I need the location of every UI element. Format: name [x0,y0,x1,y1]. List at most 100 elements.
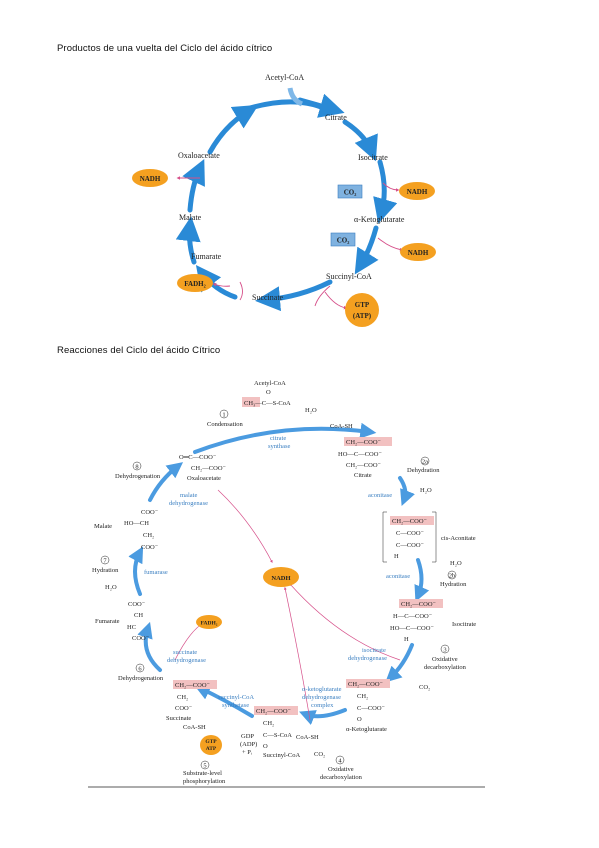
isocitrate-label: Isocitrate [452,621,476,628]
cisaconitate-formula-4: H [394,553,399,560]
isocitrate-highlight [399,599,443,608]
citrate-label: Citrate [354,472,372,479]
step5-label-2: phosphorylation [183,778,226,785]
enzyme-akgdh-2: dehydrogenase [302,694,341,701]
step2a-number: 2a [422,459,428,466]
bracket-left [382,511,387,563]
enzyme-mdh-2: dehydrogenase [169,500,208,507]
step3-label-2: decarboxylation [424,664,467,671]
akg-formula-1: CH₂—COO⁻ [348,681,384,688]
step1-marker [219,409,229,419]
co2-box-isocitrate: CO₂ [337,184,363,199]
akg-formula-4: O [357,716,362,723]
svg-text:NADH: NADH [408,249,429,257]
fumarate-formula-1: COO⁻ [128,601,146,608]
svg-text:FADH₂: FADH₂ [184,280,205,288]
enzyme-citrate-synthase-2: synthase [268,443,291,450]
section-heading-reactions: Reacciones del Ciclo del ácido Cítrico [57,345,221,356]
acetyl-highlight [242,397,260,407]
water-1: H₂O [305,407,317,414]
step6-marker [135,663,145,673]
co2-1: CO₂ [419,684,430,691]
succinate-formula-2: CH₂ [177,694,188,701]
cisaconitate-highlight [390,516,434,525]
reaction-arrows [128,422,430,725]
enzyme-sdh-2: dehydrogenase [167,657,206,664]
enzyme-scs-1: succinyl-CoA [218,694,254,701]
succoa-formula-3: C—S-CoA [263,732,292,739]
succoa-formula-2: CH₂ [263,720,274,727]
step1-number: 1 [222,412,225,419]
step2a-label: Dehydration [407,467,440,474]
enzyme-icdh-1: isocitrate [362,647,386,654]
cisaconitate-label: cis-Aconitate [441,535,476,542]
svg-text:CO₂: CO₂ [337,237,350,245]
succoa-label: Succinyl-CoA [263,752,300,759]
step1-label: Condensation [207,421,243,428]
step4-label-2: decarboxylation [320,774,363,781]
malate-label: Malate [94,523,112,530]
nadh-badge-ketoglutarate: NADH [400,243,436,261]
label-malate: Malate [179,213,202,222]
citrate-formula-1: CH₂—COO⁻ [346,439,382,446]
isocitrate-formula-2: H—C—COO⁻ [393,613,433,620]
water-3: H₂O [450,560,462,567]
gdp-label: GDP [241,733,254,740]
citrate-highlight [344,437,392,446]
cycle-ring [175,93,398,312]
svg-text:(ATP): (ATP) [353,312,372,320]
succoa-highlight [254,706,298,715]
succoa-formula-4: O [263,743,268,750]
succinate-label: Succinate [166,715,191,722]
label-succinate: Succinate [252,293,284,302]
fumarate-label: Fumarate [95,618,120,625]
svg-text:GTP: GTP [205,739,217,745]
label-citrate: Citrate [325,113,347,122]
oxaloacetate-formula-2: CH₂—COO⁻ [191,465,227,472]
coash-3: CoA-SH [183,724,206,731]
step2b-number: 2b [449,573,456,580]
coash-2: CoA-SH [296,734,319,741]
oxaloacetate-formula-1: O═C—COO⁻ [179,454,217,461]
step5-number: 5 [203,763,206,770]
akg-formula-3: C—COO⁻ [357,705,386,712]
label-alpha-ketoglutarate: α-Ketoglutarate [354,215,405,224]
co2-box-ketoglutarate: CO₂ [330,232,356,247]
nadh-central-oval: NADH [263,567,299,587]
label-succinyl-coa: Succinyl-CoA [326,272,372,281]
step5-label-1: Substrate-level [183,770,222,777]
acetyl-formula-o: O [266,389,271,396]
cisaconitate-formula-1: CH₂—COO⁻ [392,518,428,525]
acetyl-input-arrow [287,87,304,107]
acetyl-coa-label: Acetyl-CoA [254,380,286,387]
citrate-formula-2: HO—C—COO⁻ [338,451,382,458]
step4-number: 4 [338,758,342,765]
enzyme-sdh-1: succinate [173,649,197,656]
label-acetyl-coa: Acetyl-CoA [265,73,304,82]
malate-formula-3: CH₂ [143,532,154,539]
step6-label: Dehydrogenation [118,675,164,682]
step2b-marker [447,570,457,580]
step8-marker [132,461,142,471]
water-2: H₂O [420,487,432,494]
nadh-lines [174,489,401,721]
akg-formula-2: CH₂ [357,693,368,700]
coash-1: CoA-SH [330,423,353,430]
pi-label: + Pᵢ [242,749,253,756]
nadh-badge-isocitrate: NADH [399,182,435,200]
step6-number: 6 [138,666,142,673]
step4-marker [335,755,345,765]
cofactor-arrows [176,176,404,310]
water-4: H₂O [105,584,117,591]
enzyme-mdh-1: malate [180,492,197,499]
svg-text:NADH: NADH [271,575,290,582]
nadh-badge-oxaloacetate: NADH [132,169,168,187]
malate-formula-4: COO⁻ [141,544,159,551]
enzyme-akgdh-1: α-ketoglutarate [302,686,342,693]
svg-text:FADH₂: FADH₂ [201,621,218,627]
fadh2-badge: FADH₂ [177,274,213,292]
enzyme-fumarase: fumarase [144,569,168,576]
acetyl-formula: CH₃—C—S-CoA [244,400,291,407]
label-isocitrate: Isocitrate [358,153,388,162]
fadh2-oval: FADH₂ [196,615,222,629]
